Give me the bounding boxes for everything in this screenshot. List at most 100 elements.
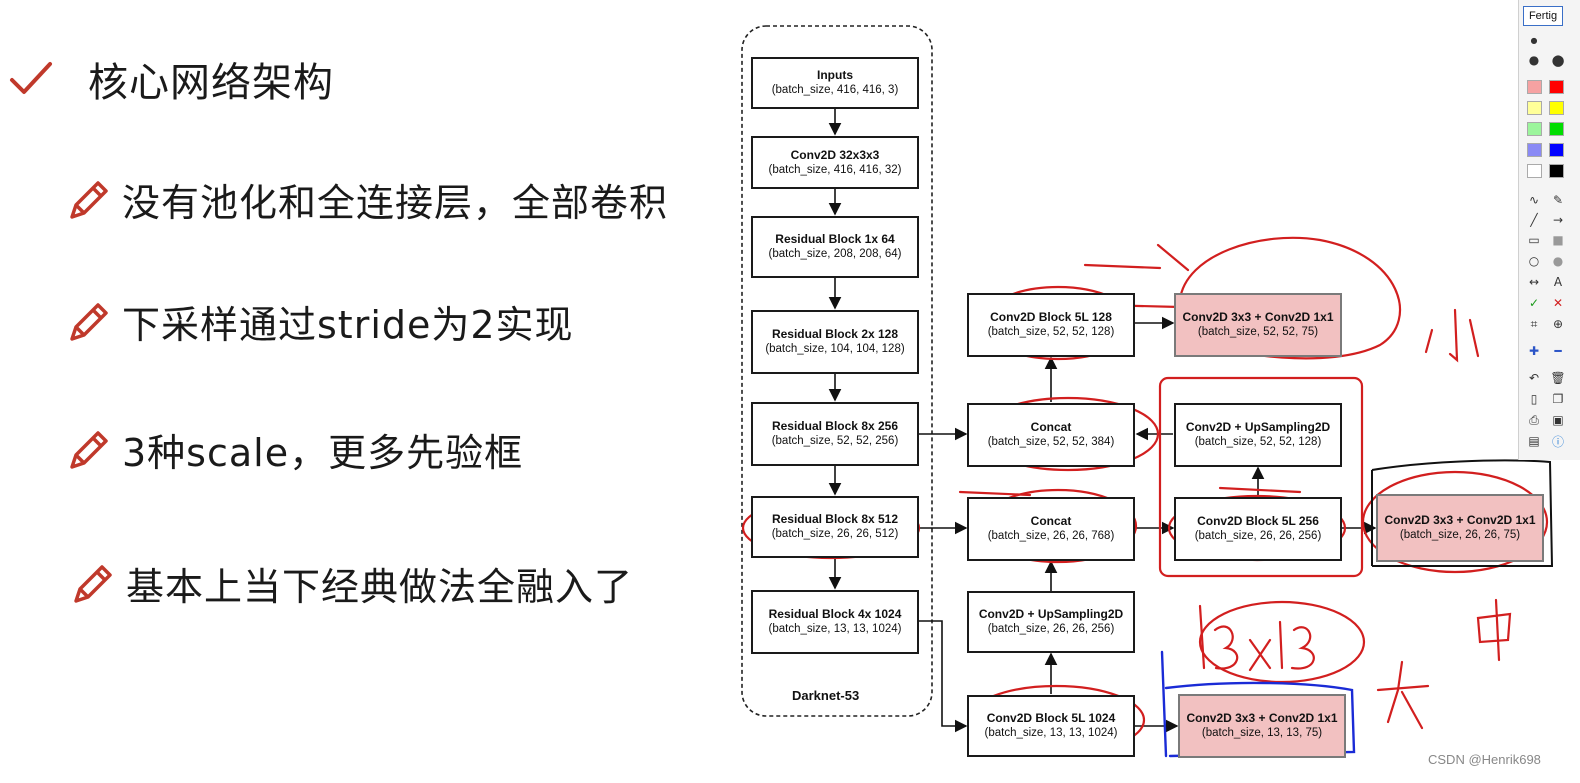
black-annotation bbox=[1371, 459, 1554, 567]
text-icon[interactable]: A bbox=[1553, 275, 1563, 289]
node-residual-4x-1024: Residual Block 4x 1024 (batch_size, 13, … bbox=[751, 590, 919, 654]
node-residual-1x: Residual Block 1x 64 (batch_size, 208, 2… bbox=[751, 216, 919, 278]
blue-annotation bbox=[1160, 650, 1356, 758]
info-icon[interactable]: ⓘ bbox=[1551, 434, 1564, 449]
screen-icon[interactable]: ▤ bbox=[1528, 434, 1540, 448]
node-title: Inputs bbox=[817, 68, 853, 82]
rectangle-icon[interactable]: ▭ bbox=[1528, 233, 1540, 247]
ellipse-icon[interactable]: ○ bbox=[1528, 254, 1540, 268]
node-shape: (batch_size, 104, 104, 128) bbox=[765, 343, 905, 355]
arrow-icon[interactable]: → bbox=[1552, 213, 1564, 227]
annot-scribble bbox=[958, 486, 1302, 497]
node-conv2d-block-5l-256: Conv2D Block 5L 256 (batch_size, 26, 26,… bbox=[1174, 497, 1342, 561]
bullet-title-text: 核心网络架构 bbox=[88, 60, 334, 106]
trash-icon[interactable]: 🗑 bbox=[1550, 371, 1566, 385]
pencil-icon bbox=[66, 427, 112, 473]
color-swatch[interactable] bbox=[1549, 143, 1564, 157]
annot-char-small bbox=[1424, 308, 1480, 363]
node-shape: (batch_size, 416, 416, 3) bbox=[771, 84, 899, 96]
node-title: Conv2D 3x3 + Conv2D 1x1 bbox=[1384, 513, 1536, 527]
arrow bbox=[918, 620, 968, 733]
color-swatch[interactable] bbox=[1527, 143, 1542, 157]
color-swatch[interactable] bbox=[1549, 164, 1564, 178]
node-shape: (batch_size, 52, 52, 384) bbox=[987, 436, 1115, 448]
check-icon bbox=[8, 56, 54, 102]
filled-ellipse-icon[interactable]: ● bbox=[1552, 254, 1564, 268]
new-page-icon[interactable]: ▯ bbox=[1530, 392, 1538, 406]
eraser-icon[interactable]: ✎ bbox=[1552, 193, 1564, 207]
color-swatch[interactable] bbox=[1527, 164, 1542, 178]
annot-blue-box bbox=[1160, 650, 1356, 758]
node-title: Conv2D 3x3 + Conv2D 1x1 bbox=[1186, 711, 1338, 725]
node-title: Residual Block 1x 64 bbox=[775, 232, 895, 246]
save-icon[interactable]: ▣ bbox=[1552, 413, 1564, 427]
node-title: Concat bbox=[1030, 420, 1072, 434]
copy-icon[interactable]: ❐ bbox=[1552, 392, 1564, 406]
node-output-52: Conv2D 3x3 + Conv2D 1x1 (batch_size, 52,… bbox=[1174, 293, 1342, 357]
color-swatch[interactable] bbox=[1549, 122, 1564, 136]
node-title: Concat bbox=[1030, 514, 1072, 528]
node-title: Conv2D + UpSampling2D bbox=[978, 607, 1124, 621]
node-shape: (batch_size, 52, 52, 75) bbox=[1197, 326, 1319, 338]
crop-icon[interactable]: ⌗ bbox=[1530, 316, 1538, 331]
plus-icon[interactable]: ✚ bbox=[1528, 344, 1540, 358]
node-conv2d-block-5l-128: Conv2D Block 5L 128 (batch_size, 52, 52,… bbox=[967, 293, 1135, 357]
annot-circle bbox=[1361, 470, 1549, 574]
pen-small-icon[interactable]: ● bbox=[1530, 35, 1538, 45]
node-shape: (batch_size, 52, 52, 128) bbox=[1194, 436, 1322, 448]
node-shape: (batch_size, 26, 26, 512) bbox=[771, 528, 899, 540]
annot-box bbox=[1158, 376, 1364, 578]
node-residual-8x-512: Residual Block 8x 512 (batch_size, 26, 2… bbox=[751, 496, 919, 558]
bullet-item-text: 下采样通过stride为2实现 bbox=[122, 303, 574, 347]
annot-char-large bbox=[1376, 660, 1430, 730]
color-swatch[interactable] bbox=[1527, 80, 1542, 94]
freehand-icon[interactable]: ∿ bbox=[1528, 193, 1540, 207]
node-shape: (batch_size, 208, 208, 64) bbox=[768, 248, 902, 260]
node-shape: (batch_size, 26, 26, 768) bbox=[987, 530, 1115, 542]
node-upsampling-52: Conv2D + UpSampling2D (batch_size, 52, 5… bbox=[1174, 403, 1342, 467]
color-swatch[interactable] bbox=[1527, 122, 1542, 136]
bullet-item-text: 基本上当下经典做法全融入了 bbox=[126, 565, 634, 609]
watermark: CSDN @Henrik698 bbox=[1428, 752, 1541, 767]
darknet-label: Darknet-53 bbox=[792, 688, 860, 703]
node-title: Residual Block 8x 512 bbox=[771, 512, 899, 526]
pen-large-icon[interactable]: ● bbox=[1551, 51, 1565, 69]
node-title: Conv2D + UpSampling2D bbox=[1185, 420, 1331, 434]
node-shape: (batch_size, 52, 52, 256) bbox=[771, 435, 899, 447]
node-residual-2x: Residual Block 2x 128 (batch_size, 104, … bbox=[751, 310, 919, 374]
print-icon[interactable]: ⎙ bbox=[1529, 412, 1539, 427]
filled-rectangle-icon[interactable]: ■ bbox=[1552, 233, 1564, 247]
zoom-icon[interactable]: ⊕ bbox=[1552, 317, 1564, 331]
darknet-group-border bbox=[741, 25, 933, 717]
check-mark-icon[interactable]: ✓ bbox=[1528, 296, 1540, 310]
node-conv2d-block-5l-1024: Conv2D Block 5L 1024 (batch_size, 13, 13… bbox=[967, 695, 1135, 757]
node-output-13: Conv2D 3x3 + Conv2D 1x1 (batch_size, 13,… bbox=[1178, 694, 1346, 758]
annot-circle bbox=[1198, 600, 1366, 684]
color-swatch[interactable] bbox=[1549, 80, 1564, 94]
pencil-icon bbox=[66, 299, 112, 345]
node-inputs: Inputs (batch_size, 416, 416, 3) bbox=[751, 57, 919, 109]
bullet-title: 核心网络架构 bbox=[8, 50, 334, 108]
done-button[interactable]: Fertig bbox=[1523, 6, 1563, 26]
node-shape: (batch_size, 26, 26, 256) bbox=[987, 623, 1115, 635]
bullet-item: 没有池化和全连接层，全部卷积 bbox=[66, 172, 668, 227]
node-residual-8x-256: Residual Block 8x 256 (batch_size, 52, 5… bbox=[751, 402, 919, 466]
undo-icon[interactable]: ↶ bbox=[1528, 371, 1540, 385]
color-swatch[interactable] bbox=[1527, 101, 1542, 115]
bullet-item: 基本上当下经典做法全融入了 bbox=[70, 556, 633, 611]
minus-icon[interactable]: ━ bbox=[1554, 344, 1562, 358]
node-concat-26: Concat (batch_size, 26, 26, 768) bbox=[967, 497, 1135, 561]
double-arrow-icon[interactable]: ↔ bbox=[1528, 275, 1540, 289]
annot-scribble bbox=[1178, 236, 1402, 360]
color-swatch[interactable] bbox=[1549, 101, 1564, 115]
annot-char-medium bbox=[1476, 598, 1512, 662]
line-icon[interactable]: ╱ bbox=[1530, 213, 1538, 227]
bullet-item-text: 3种scale，更多先验框 bbox=[122, 431, 524, 475]
pen-medium-icon[interactable]: ● bbox=[1528, 53, 1540, 67]
cross-icon[interactable]: ✕ bbox=[1552, 296, 1564, 310]
annot-black-box bbox=[1371, 459, 1554, 567]
bullet-item: 下采样通过stride为2实现 bbox=[66, 294, 574, 349]
node-upsampling-26: Conv2D + UpSampling2D (batch_size, 26, 2… bbox=[967, 591, 1135, 653]
bullet-list: 核心网络架构 没有池化和全连接层，全部卷积 下采样通过stride为2实现 3种… bbox=[0, 0, 730, 783]
